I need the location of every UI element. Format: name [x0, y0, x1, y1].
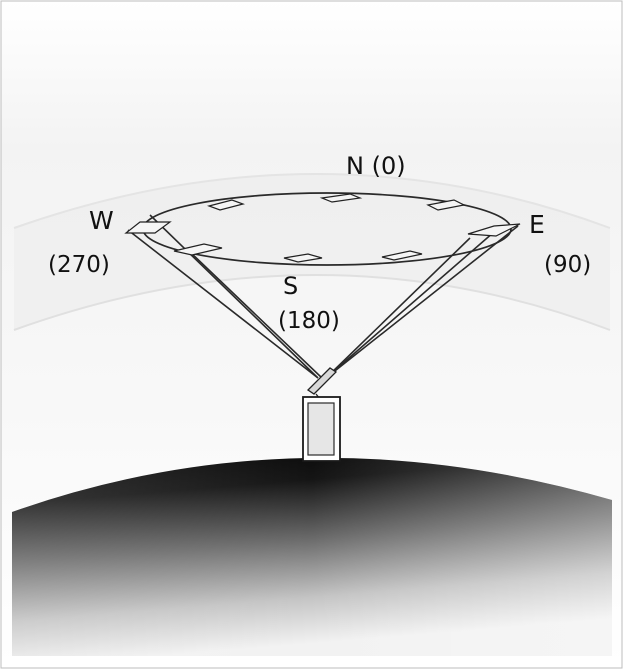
label-west-degree: (270) — [48, 252, 110, 278]
label-west: W — [89, 206, 114, 235]
coverage-cone — [127, 214, 519, 379]
label-east-degree: (90) — [544, 252, 592, 278]
satellite — [124, 221, 172, 234]
satellite — [467, 223, 521, 237]
haze-edge — [13, 274, 611, 331]
label-north: N (0) — [346, 152, 406, 180]
label-east: E — [529, 210, 545, 239]
building — [302, 396, 341, 462]
label-south: S — [283, 272, 299, 300]
satellites — [124, 193, 521, 263]
satellite — [206, 199, 246, 211]
satellite — [381, 250, 423, 261]
earth-shading — [12, 457, 612, 656]
satellite — [426, 199, 466, 211]
label-south-degree: (180) — [278, 308, 340, 334]
satellite — [319, 193, 363, 203]
satellite — [173, 243, 223, 256]
satellite — [283, 253, 323, 263]
haze-edge-top — [13, 173, 611, 229]
